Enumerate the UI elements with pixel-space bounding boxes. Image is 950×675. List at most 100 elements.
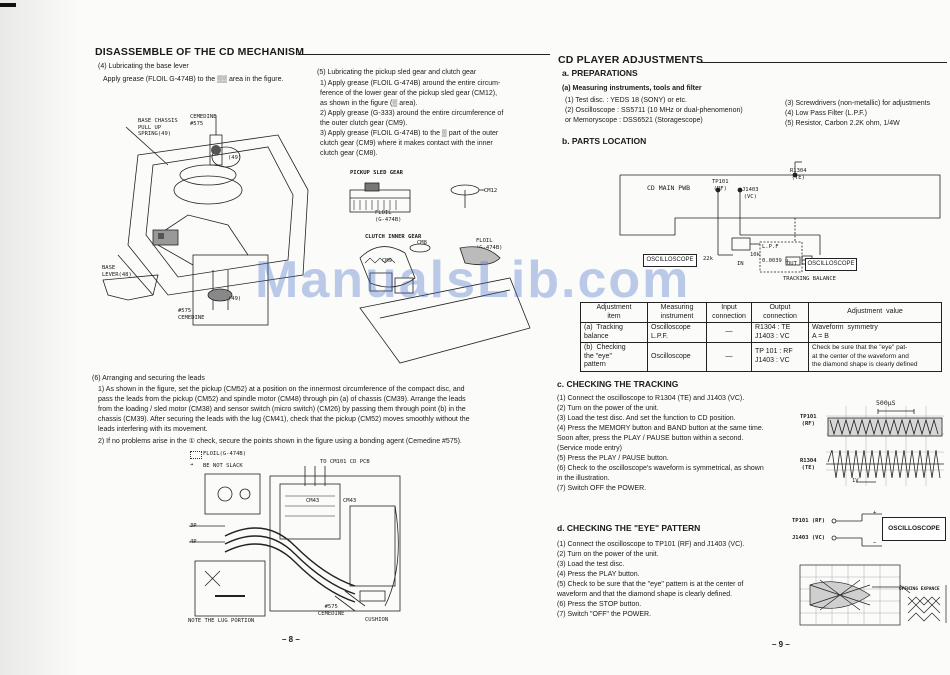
slack-arrow-icon: ➔ [190,462,194,468]
table-cell: — [706,322,752,343]
fig1-49a-label: (49) [228,155,242,161]
table-header: Input connection [706,302,752,323]
title-rule-right [697,62,947,63]
tracking-step: (3) Load the test disc. And set the func… [557,415,736,422]
table-cell: Check be sure that the "eye" pat- at the… [808,342,942,372]
fig3-floil-label: FLOIL(G-474B) [203,451,247,457]
instrument-item: or Memoryscope : DSS6521 (Storagescope) [565,117,703,124]
preparations-heading: a. PREPARATIONS [562,68,638,78]
tracking-steps: (1) Connect the oscilloscope to R1304 (T… [557,394,764,494]
step5-line: 1) Apply grease (FLOIL G-474B) around th… [320,80,501,87]
pcb-main-label: CD MAIN PWB [647,184,691,192]
tracking-step: (5) Press the PLAY / PAUSE button. [557,455,669,462]
eye-step: (3) Load the test disc. [557,561,625,568]
table-header: Output connection [751,302,809,323]
eye-step: (6) Press the STOP button. [557,601,642,608]
tracking-step: (Service mode entry) [557,445,622,452]
table-cell: Oscilloscope [647,342,707,372]
eye-minus-label: − [873,540,877,546]
eye-connection-wires [831,513,882,547]
eye-scope-box: OSCILLOSCOPE [882,517,946,541]
table-header: Adjustment value [808,302,942,323]
table-cell: Oscilloscope L.P.F. [647,322,707,343]
step5-heading: (5) Lubricating the pickup sled gear and… [317,69,477,76]
pcb-cap-label: 0.0039 μ [762,258,789,264]
pcb-tracking-label: TRACKING BALANCE [783,276,836,282]
base-lever-figure [102,115,309,326]
fig3-cm43b-label: CM43 [343,498,357,504]
fig1-cemedine2-label: #575 CEMEDINE [178,308,205,321]
pcb-scope2-label: OSCILLOSCOPE [807,261,855,267]
pcb-scope1-box: OSCILLOSCOPE [643,254,697,267]
eye-step: (4) Press the PLAY button. [557,571,640,578]
table-cell: (b) Checking the "eye" pattern [580,342,648,372]
fig2-cm9-label: CM9 [382,258,392,264]
fig3-lug-label: NOTE THE LUG PORTION [188,618,255,624]
instrument-item: (2) Oscilloscope : SS5711 (10 MHz or dua… [565,107,743,114]
lead-wiring-figure [189,466,401,617]
fig1-base-lever-label: BASE LEVER(48) [102,265,132,278]
tracking-step: (2) Turn on the power of the unit. [557,405,659,412]
step6-heading: (6) Arranging and securing the leads [92,375,205,382]
tracking-waveform [826,406,944,486]
right-page-number: – 9 – [772,640,790,649]
eye-pattern-figure [799,564,947,626]
table-cell: — [706,342,752,372]
wave-r1304-label: R1304 (TE) [800,458,817,471]
step6-line: pass the leads from the pickup (CM52) an… [98,396,466,403]
title-rule [298,54,550,55]
table-cell: R1304 : TE J1403 : VC [751,322,809,343]
fig3-cemedine-label: #575 CEMEDINE [318,604,345,617]
left-page-number: – 8 – [282,635,300,644]
step6-para1: 1) As shown in the figure, set the picku… [98,385,470,435]
watermark: ManualsLib.com [255,251,691,309]
fig2-cm12-label: CM12 [484,188,498,194]
table-cell: Waveform symmetry A = B [808,322,942,343]
sled-gear-figure [349,182,531,364]
step5-list: 1) Apply grease (FLOIL G-474B) around th… [320,79,503,159]
eye-pattern-heading: d. CHECKING THE "EYE" PATTERN [557,523,701,533]
eye-pattern-steps: (1) Connect the oscilloscope to TP101 (R… [557,540,744,620]
eye-plus-label: + [873,510,877,516]
fig3-4p-label: 4P [190,539,197,545]
step5-line: 3) Apply grease (FLOIL G-474B) to the ▒ … [320,130,499,137]
pcb-j1403-label: J1403 (VC) [742,187,759,200]
step5-line: ference of the lower gear of the pickup … [320,90,498,97]
eye-scope-label: OSCILLOSCOPE [888,525,940,532]
step4-text: Apply grease (FLOIL G-474B) to the ▒▒ ar… [103,76,284,83]
pcb-tp101-label: TP101 (RF) [712,179,729,192]
instruments-list-right: (3) Screwdrivers (non-metallic) for adju… [785,99,930,129]
pcb-lpf-label: L.P.F [762,244,779,250]
instrument-item: (1) Test disc. : YEDS 18 (SONY) or etc. [565,97,687,104]
fig2-clutch-label: CLUTCH INNER GEAR [365,234,422,240]
pcb-r1304-label: R1304 (TE) [790,168,807,181]
wave-time-label: 500μS [876,399,896,407]
fig3-slack-label: BE NOT SLACK [203,463,243,469]
table-row: (a) Tracking balance Oscilloscope L.P.F.… [580,322,942,343]
fig1-cemedine-label: CEMEDINE #575 [190,114,217,127]
tracking-step: Soon after, press the PLAY / PAUSE butto… [557,435,744,442]
eye-step: (7) Switch "OFF" the POWER. [557,611,652,618]
tracking-step: (4) Press the MEMORY button and BAND but… [557,425,764,432]
step6-line: 1) As shown in the figure, set the picku… [98,386,465,393]
instrument-item: (3) Screwdrivers (non-metallic) for adju… [785,100,931,107]
step4-heading: (4) Lubricating the base lever [98,63,189,70]
fig3-cm43a-label: CM43 [306,498,320,504]
step5-line: as shown in the figure (▒ area). [320,100,418,107]
pcb-out-label: OUT [787,261,797,267]
step5-line: clutch gear (CM8). [320,150,378,157]
step6-line: chassis (CM39). After securing the leads… [98,416,470,423]
fig2-cm8-label: CM8 [417,240,427,246]
eye-j1403-label: J1403 (VC) [792,535,826,541]
wave-tp101-label: TP101 (RF) [800,414,817,427]
step5-line: 2) Apply grease (G-333) around the entir… [320,110,504,117]
fig3-3p-label: 3P [190,523,197,529]
tracking-step: (1) Connect the oscilloscope to R1304 (T… [557,395,745,402]
tracking-step: (6) Check to the oscilloscope's waveform… [557,465,764,472]
pcb-scope1-label: OSCILLOSCOPE [646,257,694,263]
table-cell: (a) Tracking balance [580,322,648,343]
tracking-step: in the illustration. [557,475,610,482]
wave-volt-label: 1V [852,478,859,484]
eye-opening-label: OPENING EXPANCE [899,587,940,592]
instruments-list-left: (1) Test disc. : YEDS 18 (SONY) or etc. … [565,96,743,126]
